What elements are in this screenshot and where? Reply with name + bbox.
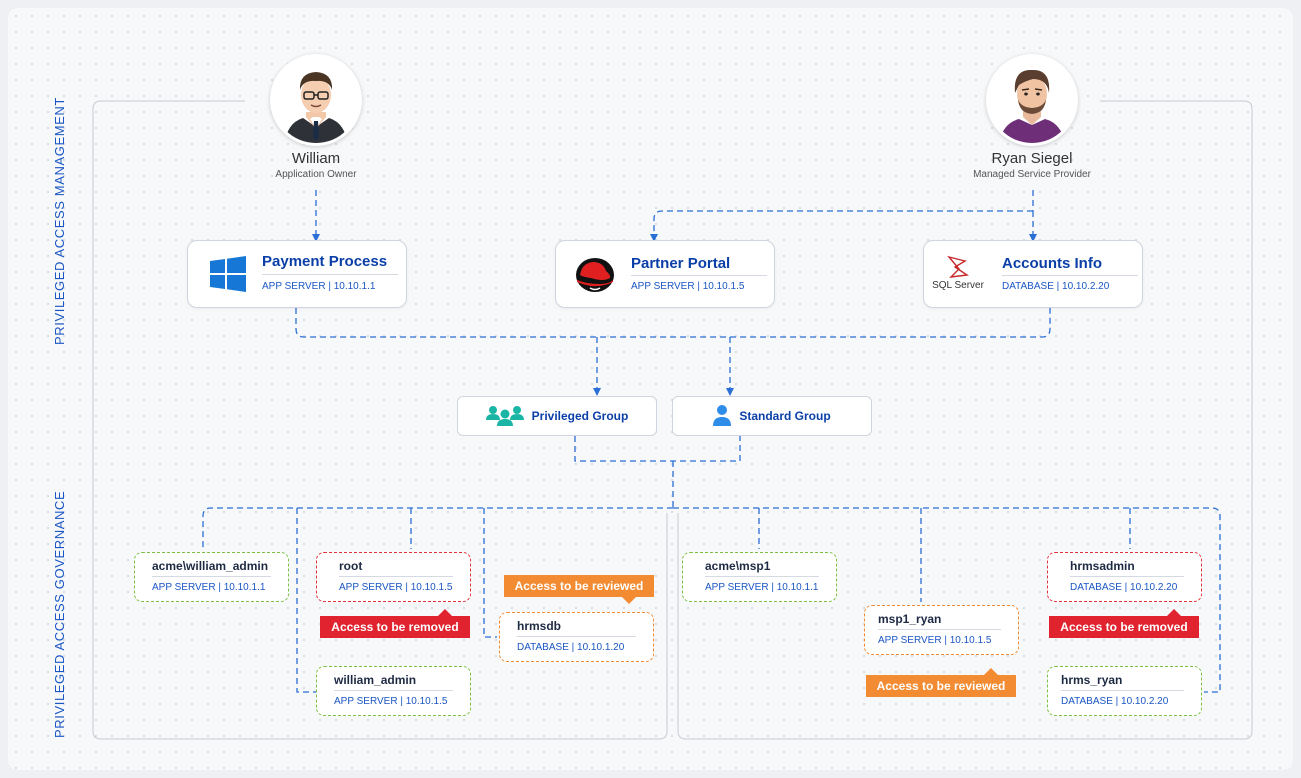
account-meta: APP SERVER | 10.10.1.5 bbox=[334, 696, 448, 707]
group-users-icon bbox=[485, 404, 524, 429]
account-card-hrmsadmin[interactable]: hrmsadmin DATABASE | 10.10.2.20 bbox=[1047, 552, 1202, 602]
app-card-accounts[interactable]: SQL Server Accounts Info DATABASE | 10.1… bbox=[923, 240, 1143, 308]
tag-pointer bbox=[438, 609, 452, 616]
tag-pointer bbox=[1167, 609, 1181, 616]
to-william-admin bbox=[296, 508, 316, 693]
account-card-hrmsdb[interactable]: hrmsdb DATABASE | 10.10.1.20 bbox=[499, 612, 654, 662]
person-ryan: Ryan Siegel Managed Service Provider bbox=[962, 54, 1102, 180]
diagram-canvas bbox=[8, 8, 1293, 770]
divider bbox=[517, 636, 636, 637]
account-meta: APP SERVER | 10.10.1.1 bbox=[705, 582, 819, 593]
section-label-management: PRIVILEGED ACCESS MANAGEMENT bbox=[52, 97, 67, 345]
status-tag-review-hrmsdb: Access to be reviewed bbox=[504, 575, 654, 604]
divider bbox=[705, 576, 819, 577]
status-tag-remove-root: Access to be removed bbox=[320, 609, 470, 638]
group-label-privileged: Privileged Group bbox=[531, 409, 629, 423]
redhat-logo-icon bbox=[573, 253, 617, 298]
right-branch bbox=[673, 507, 1221, 693]
msp-frame bbox=[677, 100, 1253, 740]
left-branch bbox=[202, 507, 673, 549]
account-name: hrmsdb bbox=[517, 619, 562, 633]
sql-server-logo-icon: SQL Server bbox=[926, 255, 990, 291]
account-meta: APP SERVER | 10.10.1.1 bbox=[152, 582, 266, 593]
groups-merge bbox=[574, 436, 741, 462]
section-label-governance: PRIVILEGED ACCESS GOVERNANCE bbox=[52, 490, 67, 738]
bearded-man-avatar-icon bbox=[986, 54, 1078, 146]
group-card-standard[interactable]: Standard Group bbox=[672, 396, 872, 436]
account-name: msp1_ryan bbox=[878, 612, 942, 626]
account-card-acme-william-admin[interactable]: acme\william_admin APP SERVER | 10.10.1.… bbox=[134, 552, 289, 602]
sql-server-logo-text: SQL Server bbox=[932, 280, 984, 291]
tag-pointer bbox=[984, 668, 998, 675]
divider bbox=[631, 275, 767, 276]
businessman-avatar-icon bbox=[270, 54, 362, 146]
status-tag-label: Access to be reviewed bbox=[876, 679, 1006, 693]
person-role-william: Application Owner bbox=[275, 169, 357, 180]
ryan-to-partner bbox=[650, 210, 1033, 242]
account-meta: APP SERVER | 10.10.1.5 bbox=[339, 582, 453, 593]
account-meta: APP SERVER | 10.10.1.5 bbox=[878, 635, 992, 646]
divider bbox=[262, 274, 398, 275]
app-card-partner[interactable]: Partner Portal APP SERVER | 10.10.1.5 bbox=[555, 240, 775, 308]
person-william: William Application Owner bbox=[246, 54, 386, 180]
divider bbox=[1002, 275, 1138, 276]
status-tag-label: Access to be removed bbox=[331, 620, 459, 634]
account-meta: DATABASE | 10.10.2.20 bbox=[1070, 582, 1178, 593]
app-card-payment[interactable]: Payment Process APP SERVER | 10.10.1.1 bbox=[187, 240, 407, 308]
single-user-icon bbox=[713, 404, 732, 429]
status-tag-review-msp1-ryan: Access to be reviewed bbox=[866, 668, 1016, 697]
status-tag-remove-hrmsadmin: Access to be removed bbox=[1049, 609, 1199, 638]
account-card-william-admin[interactable]: william_admin APP SERVER | 10.10.1.5 bbox=[316, 666, 471, 716]
management-frame bbox=[92, 100, 668, 740]
account-card-msp1-ryan[interactable]: msp1_ryan APP SERVER | 10.10.1.5 bbox=[864, 605, 1019, 655]
divider bbox=[152, 576, 271, 577]
account-card-root[interactable]: root APP SERVER | 10.10.1.5 bbox=[316, 552, 471, 602]
group-label-standard: Standard Group bbox=[739, 409, 831, 423]
divider bbox=[334, 690, 453, 691]
app-meta-partner: APP SERVER | 10.10.1.5 bbox=[631, 281, 745, 292]
divider bbox=[878, 629, 1001, 630]
person-name-ryan: Ryan Siegel bbox=[991, 150, 1073, 167]
account-meta: DATABASE | 10.10.2.20 bbox=[1061, 696, 1169, 707]
group-card-privileged[interactable]: Privileged Group bbox=[457, 396, 657, 436]
divider bbox=[1070, 576, 1184, 577]
account-card-acme-msp1[interactable]: acme\msp1 APP SERVER | 10.10.1.1 bbox=[682, 552, 837, 602]
person-role-ryan: Managed Service Provider bbox=[973, 169, 1091, 180]
windows-logo-icon bbox=[210, 256, 246, 297]
app-title-payment: Payment Process bbox=[262, 253, 388, 270]
account-name: hrmsadmin bbox=[1070, 559, 1135, 573]
app-meta-payment: APP SERVER | 10.10.1.1 bbox=[262, 281, 376, 292]
tag-pointer bbox=[622, 597, 636, 604]
status-tag-label: Access to be removed bbox=[1060, 620, 1188, 634]
payment-to-bus bbox=[295, 308, 1051, 338]
account-meta: DATABASE | 10.10.1.20 bbox=[517, 642, 625, 653]
account-name: acme\william_admin bbox=[152, 559, 269, 573]
person-name-william: William bbox=[291, 150, 341, 167]
account-name: root bbox=[339, 559, 363, 573]
to-hrmsdb bbox=[483, 508, 497, 638]
account-name: william_admin bbox=[334, 673, 417, 687]
app-title-accounts: Accounts Info bbox=[1002, 255, 1102, 272]
app-title-partner: Partner Portal bbox=[631, 255, 731, 272]
divider bbox=[1061, 690, 1184, 691]
status-tag-label: Access to be reviewed bbox=[514, 579, 644, 593]
divider bbox=[339, 576, 453, 577]
account-name: hrms_ryan bbox=[1061, 673, 1123, 687]
app-meta-accounts: DATABASE | 10.10.2.20 bbox=[1002, 281, 1110, 292]
account-card-hrms-ryan[interactable]: hrms_ryan DATABASE | 10.10.2.20 bbox=[1047, 666, 1202, 716]
account-name: acme\msp1 bbox=[705, 559, 771, 573]
